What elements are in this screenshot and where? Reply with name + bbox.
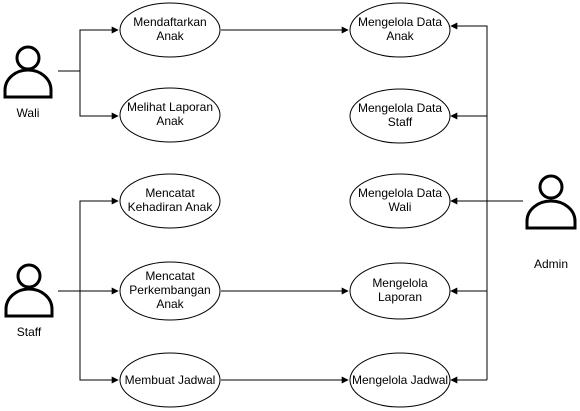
connector-wali-mendaftarkan	[58, 26, 119, 72]
actor-label-admin: Admin	[534, 257, 568, 271]
wali-connectors	[58, 26, 119, 120]
use-case-mengelola-jadwal: Mengelola Jadwal	[349, 352, 451, 408]
label-line: Mencatat	[145, 186, 195, 200]
label-line: Mengelola Data	[358, 15, 442, 29]
label-line: Laporan	[378, 290, 422, 304]
actor-admin	[525, 174, 577, 230]
actor-body-icon	[4, 287, 54, 318]
actor-head-icon	[15, 45, 41, 71]
admin-connectors	[450, 22, 523, 384]
label-line: Anak	[386, 29, 414, 43]
include-connectors	[221, 26, 349, 384]
actor-label-staff: Staff	[17, 325, 42, 339]
label-line: Anak	[156, 29, 184, 43]
use-case-membuat-jadwal: Membuat Jadwal	[119, 352, 221, 408]
label-line: Wali	[389, 200, 412, 214]
label-line: Perkembangan	[129, 283, 210, 297]
actor-staff	[4, 263, 54, 318]
actor-head-icon	[16, 263, 42, 289]
svg-text:Membuat Jadwal: Membuat Jadwal	[125, 373, 216, 387]
label-line: Staff	[388, 115, 413, 129]
label-line: Mendaftarkan	[133, 15, 206, 29]
actor-body-icon	[525, 199, 577, 230]
connector-admin-data-anak	[450, 22, 488, 380]
label-line: Mencatat	[145, 269, 195, 283]
actor-wali	[3, 45, 53, 99]
label-line: Mengelola	[372, 276, 428, 290]
label-line: Kehadiran Anak	[128, 200, 214, 214]
actor-head-icon	[538, 174, 564, 200]
actor-label-wali: Wali	[17, 106, 40, 120]
label-line: Anak	[156, 297, 184, 311]
staff-connectors	[58, 197, 119, 384]
label-line: Mengelola Jadwal	[352, 373, 448, 387]
actor-body-icon	[3, 68, 53, 99]
connector-wali-melihat-laporan	[79, 71, 119, 120]
svg-text:Mengelola Jadwal: Mengelola Jadwal	[352, 373, 448, 387]
label-line: Mengelola Data	[358, 101, 442, 115]
label-line: Membuat Jadwal	[125, 373, 216, 387]
label-line: Melihat Laporan	[127, 100, 213, 114]
label-line: Anak	[156, 114, 184, 128]
label-line: Mengelola Data	[358, 186, 442, 200]
connector-staff-jadwal	[79, 291, 119, 384]
connector-staff-kehadiran	[58, 197, 119, 292]
